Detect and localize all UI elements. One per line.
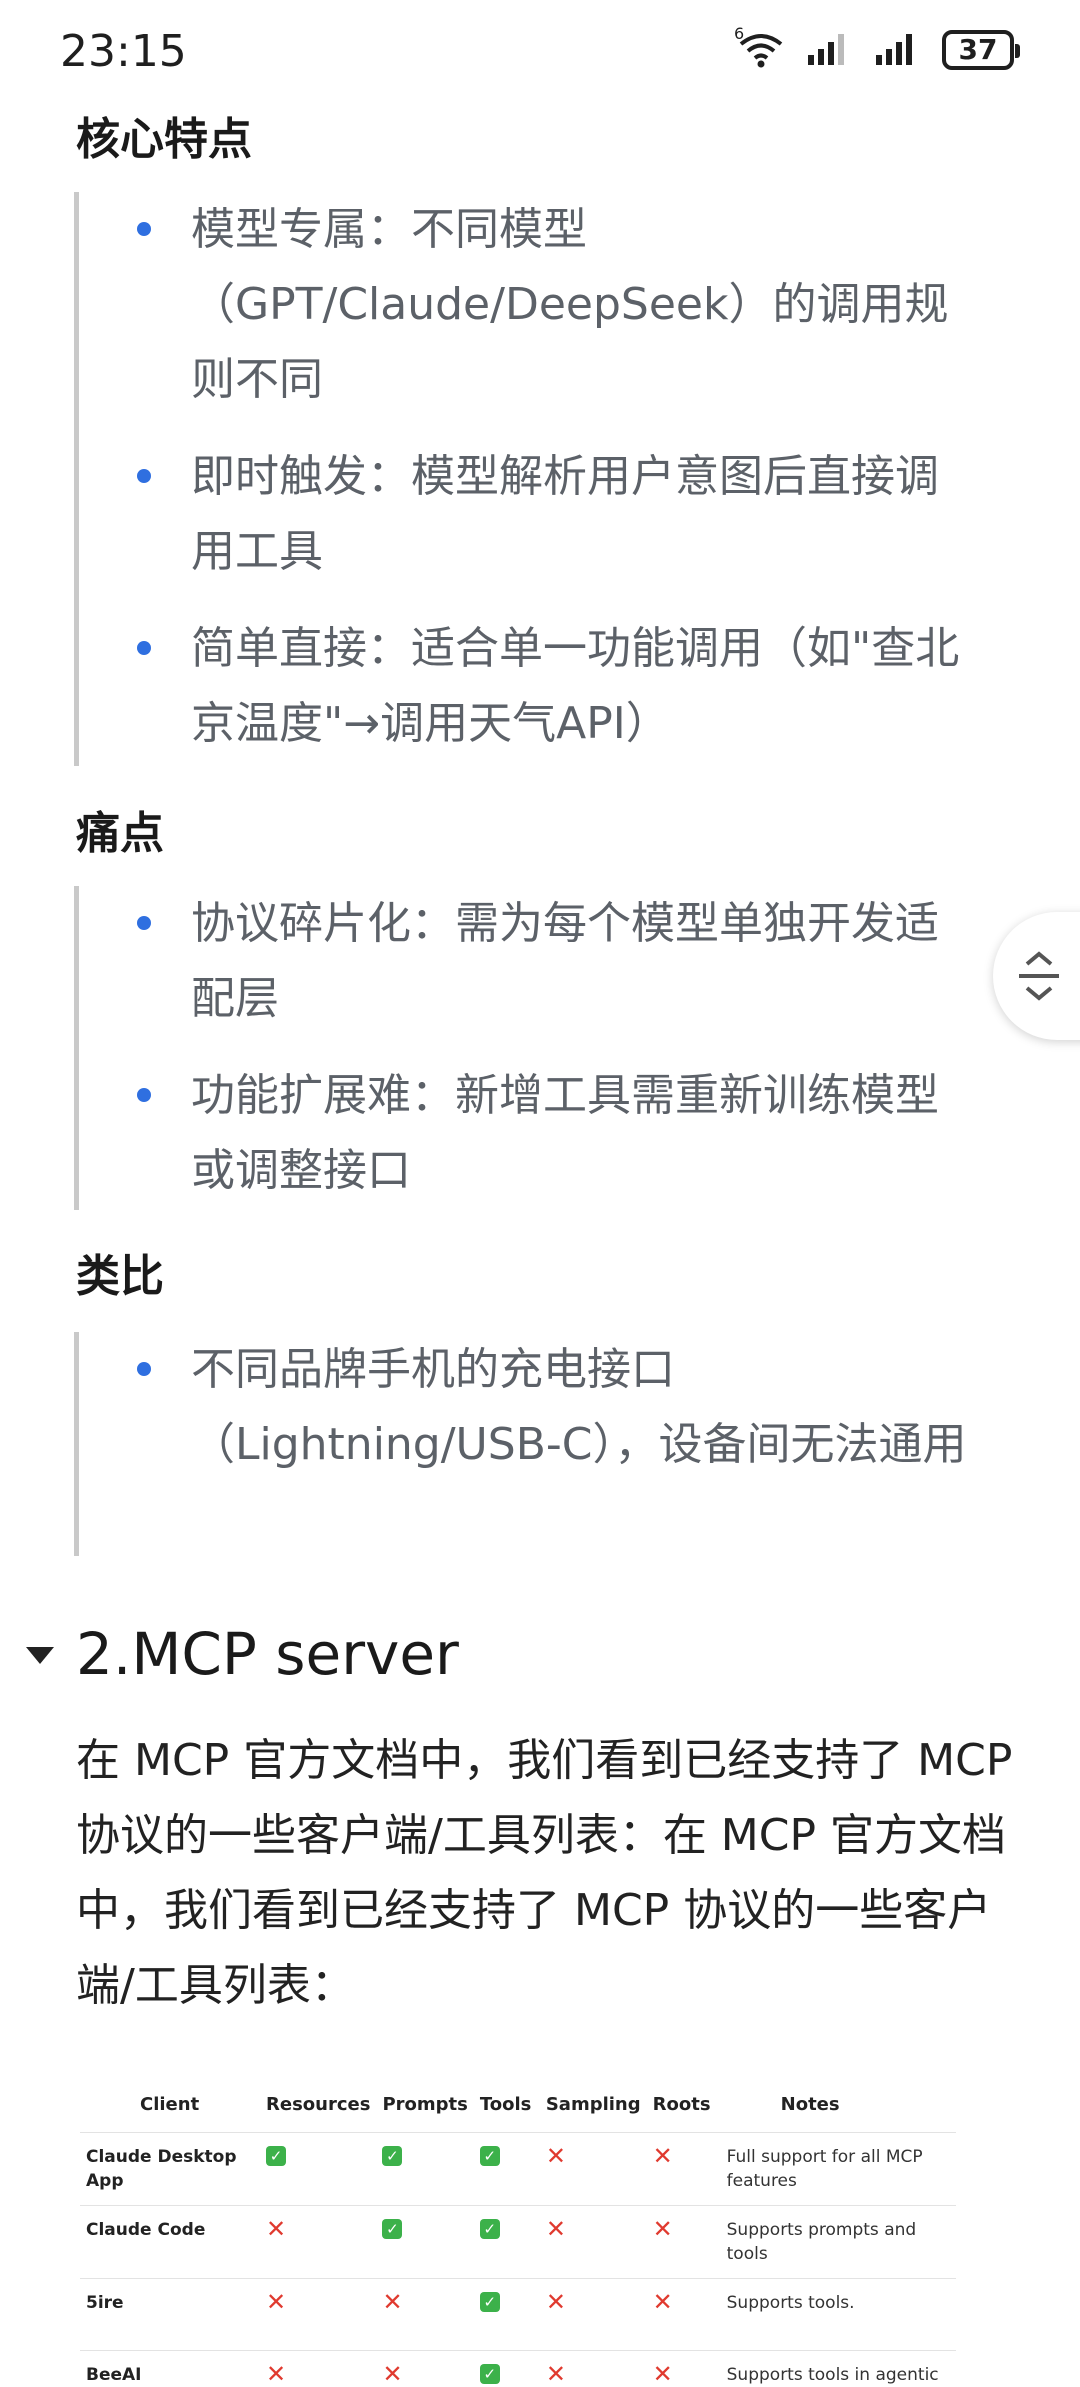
support-cell: ✕ [539,2278,647,2351]
list-item: 简单直接：适合单一功能调用（如"查北京温度"→调用天气API） [137,611,1014,761]
support-cell: ✕ [646,2350,721,2387]
check-icon: ✓ [479,2291,500,2312]
client-support-table: Client Resources Prompts Tools Sampling … [80,2078,956,2387]
status-bar: 23:15 6 37 [0,0,1080,100]
cross-icon: ✕ [545,2287,566,2316]
blockquote-pain-points: 协议碎片化：需为每个模型单独开发适配层 功能扩展难：新增工具需重新训练模型或调整… [74,886,1014,1210]
support-cell: ✕ [646,2205,721,2279]
status-icons: 6 37 [734,24,1020,70]
cross-icon: ✕ [545,2141,566,2170]
support-cell: ✓ [473,2205,540,2279]
table-row: 5ire✕✕✓✕✕Supports tools. [80,2278,956,2351]
list-item: 即时触发：模型解析用户意图后直接调用工具 [137,439,1014,589]
support-cell: ✕ [539,2205,647,2279]
section-paragraph: 在 MCP 官方文档中，我们看到已经支持了 MCP 协议的一些客户端/工具列表：… [76,1735,1013,2011]
signal-icon-1 [806,31,852,69]
cross-icon: ✕ [652,2141,673,2170]
cross-icon: ✕ [545,2214,566,2243]
support-cell: ✕ [646,2132,721,2206]
support-cell: ✕ [646,2278,721,2351]
blockquote-analogy: 不同品牌手机的充电接口（Lightning/USB-C），设备间无法通用 [74,1332,1014,1556]
support-cell: ✕ [539,2132,647,2206]
client-name: Claude Code [80,2205,260,2279]
client-name: 5ire [80,2278,260,2351]
heading-analogy: 类比 [76,1251,164,1302]
list-item: 不同品牌手机的充电接口（Lightning/USB-C），设备间无法通用 [137,1332,1014,1482]
client-name: BeeAI Framework [80,2350,260,2387]
table-header: Tools [473,2078,540,2133]
table-row: Claude Desktop App ✓ ✓ ✓ ✕ ✕ Full support for … [80,2132,956,2206]
cross-icon: ✕ [652,2359,673,2387]
support-cell: ✓ [376,2205,474,2279]
check-icon: ✓ [479,2363,500,2384]
blockquote-core-features: 模型专属：不同模型（GPT/Claude/DeepSeek）的调用规则不同 即时… [74,192,1014,766]
cross-icon: ✕ [652,2214,673,2243]
check-icon: ✓ [382,2218,403,2239]
support-cell: ✕ [260,2278,377,2351]
cross-icon: ✕ [652,2287,673,2316]
wifi-badge: 6 [734,24,745,43]
support-cell: ✓ [260,2132,377,2206]
table-header: Notes [720,2078,956,2133]
support-cell: ✕ [376,2278,474,2351]
table-row: Claude Code✕✓✓✕✕Supports prompts and too… [80,2205,956,2279]
table-header: Prompts [376,2078,474,2133]
notes-cell: Full support for all MCP features [720,2132,956,2206]
list-item: 协议碎片化：需为每个模型单独开发适配层 [137,886,1014,1036]
support-cell: ✕ [539,2350,647,2387]
support-cell: ✕ [260,2350,377,2387]
support-cell: ✓ [376,2132,474,2206]
wifi-icon: 6 [734,24,784,68]
support-cell: ✓ [473,2278,540,2351]
support-cell: ✕ [260,2205,377,2279]
check-icon: ✓ [382,2145,403,2166]
cross-icon: ✕ [382,2287,403,2316]
check-icon: ✓ [479,2145,500,2166]
cross-icon: ✕ [266,2287,287,2316]
client-name: Claude Desktop App [80,2132,260,2206]
collapse-triangle-icon[interactable] [26,1647,54,1664]
table-header: Resources [260,2078,377,2133]
expand-collapse-icon [1019,951,1059,1001]
notes-cell: Supports tools in agentic workflows. [720,2350,956,2387]
notes-cell: Supports tools. [720,2278,956,2351]
table-header: Client [80,2078,260,2133]
support-cell: ✓ [473,2132,540,2206]
heading-core-features: 核心特点 [76,114,252,165]
support-cell: ✓ [473,2350,540,2387]
signal-icon-2 [874,31,920,69]
notes-cell: Supports prompts and tools [720,2205,956,2279]
check-icon: ✓ [479,2218,500,2239]
cross-icon: ✕ [382,2359,403,2387]
status-time: 23:15 [60,26,187,77]
support-cell: ✕ [376,2350,474,2387]
cross-icon: ✕ [545,2359,566,2387]
battery-icon: 37 [942,30,1020,70]
list-item: 功能扩展难：新增工具需重新训练模型或调整接口 [137,1058,1014,1208]
heading-pain-points: 痛点 [76,808,164,859]
cross-icon: ✕ [266,2214,287,2243]
table-row: BeeAI Framework✕✕✓✕✕Supports tools in ag… [80,2350,956,2387]
table-header: Sampling [539,2078,647,2133]
table-header: Roots [646,2078,721,2133]
check-icon: ✓ [266,2145,286,2166]
cross-icon: ✕ [266,2359,287,2387]
list-item: 模型专属：不同模型（GPT/Claude/DeepSeek）的调用规则不同 [137,192,1014,417]
section-title: 2.MCP server [76,1620,459,1688]
